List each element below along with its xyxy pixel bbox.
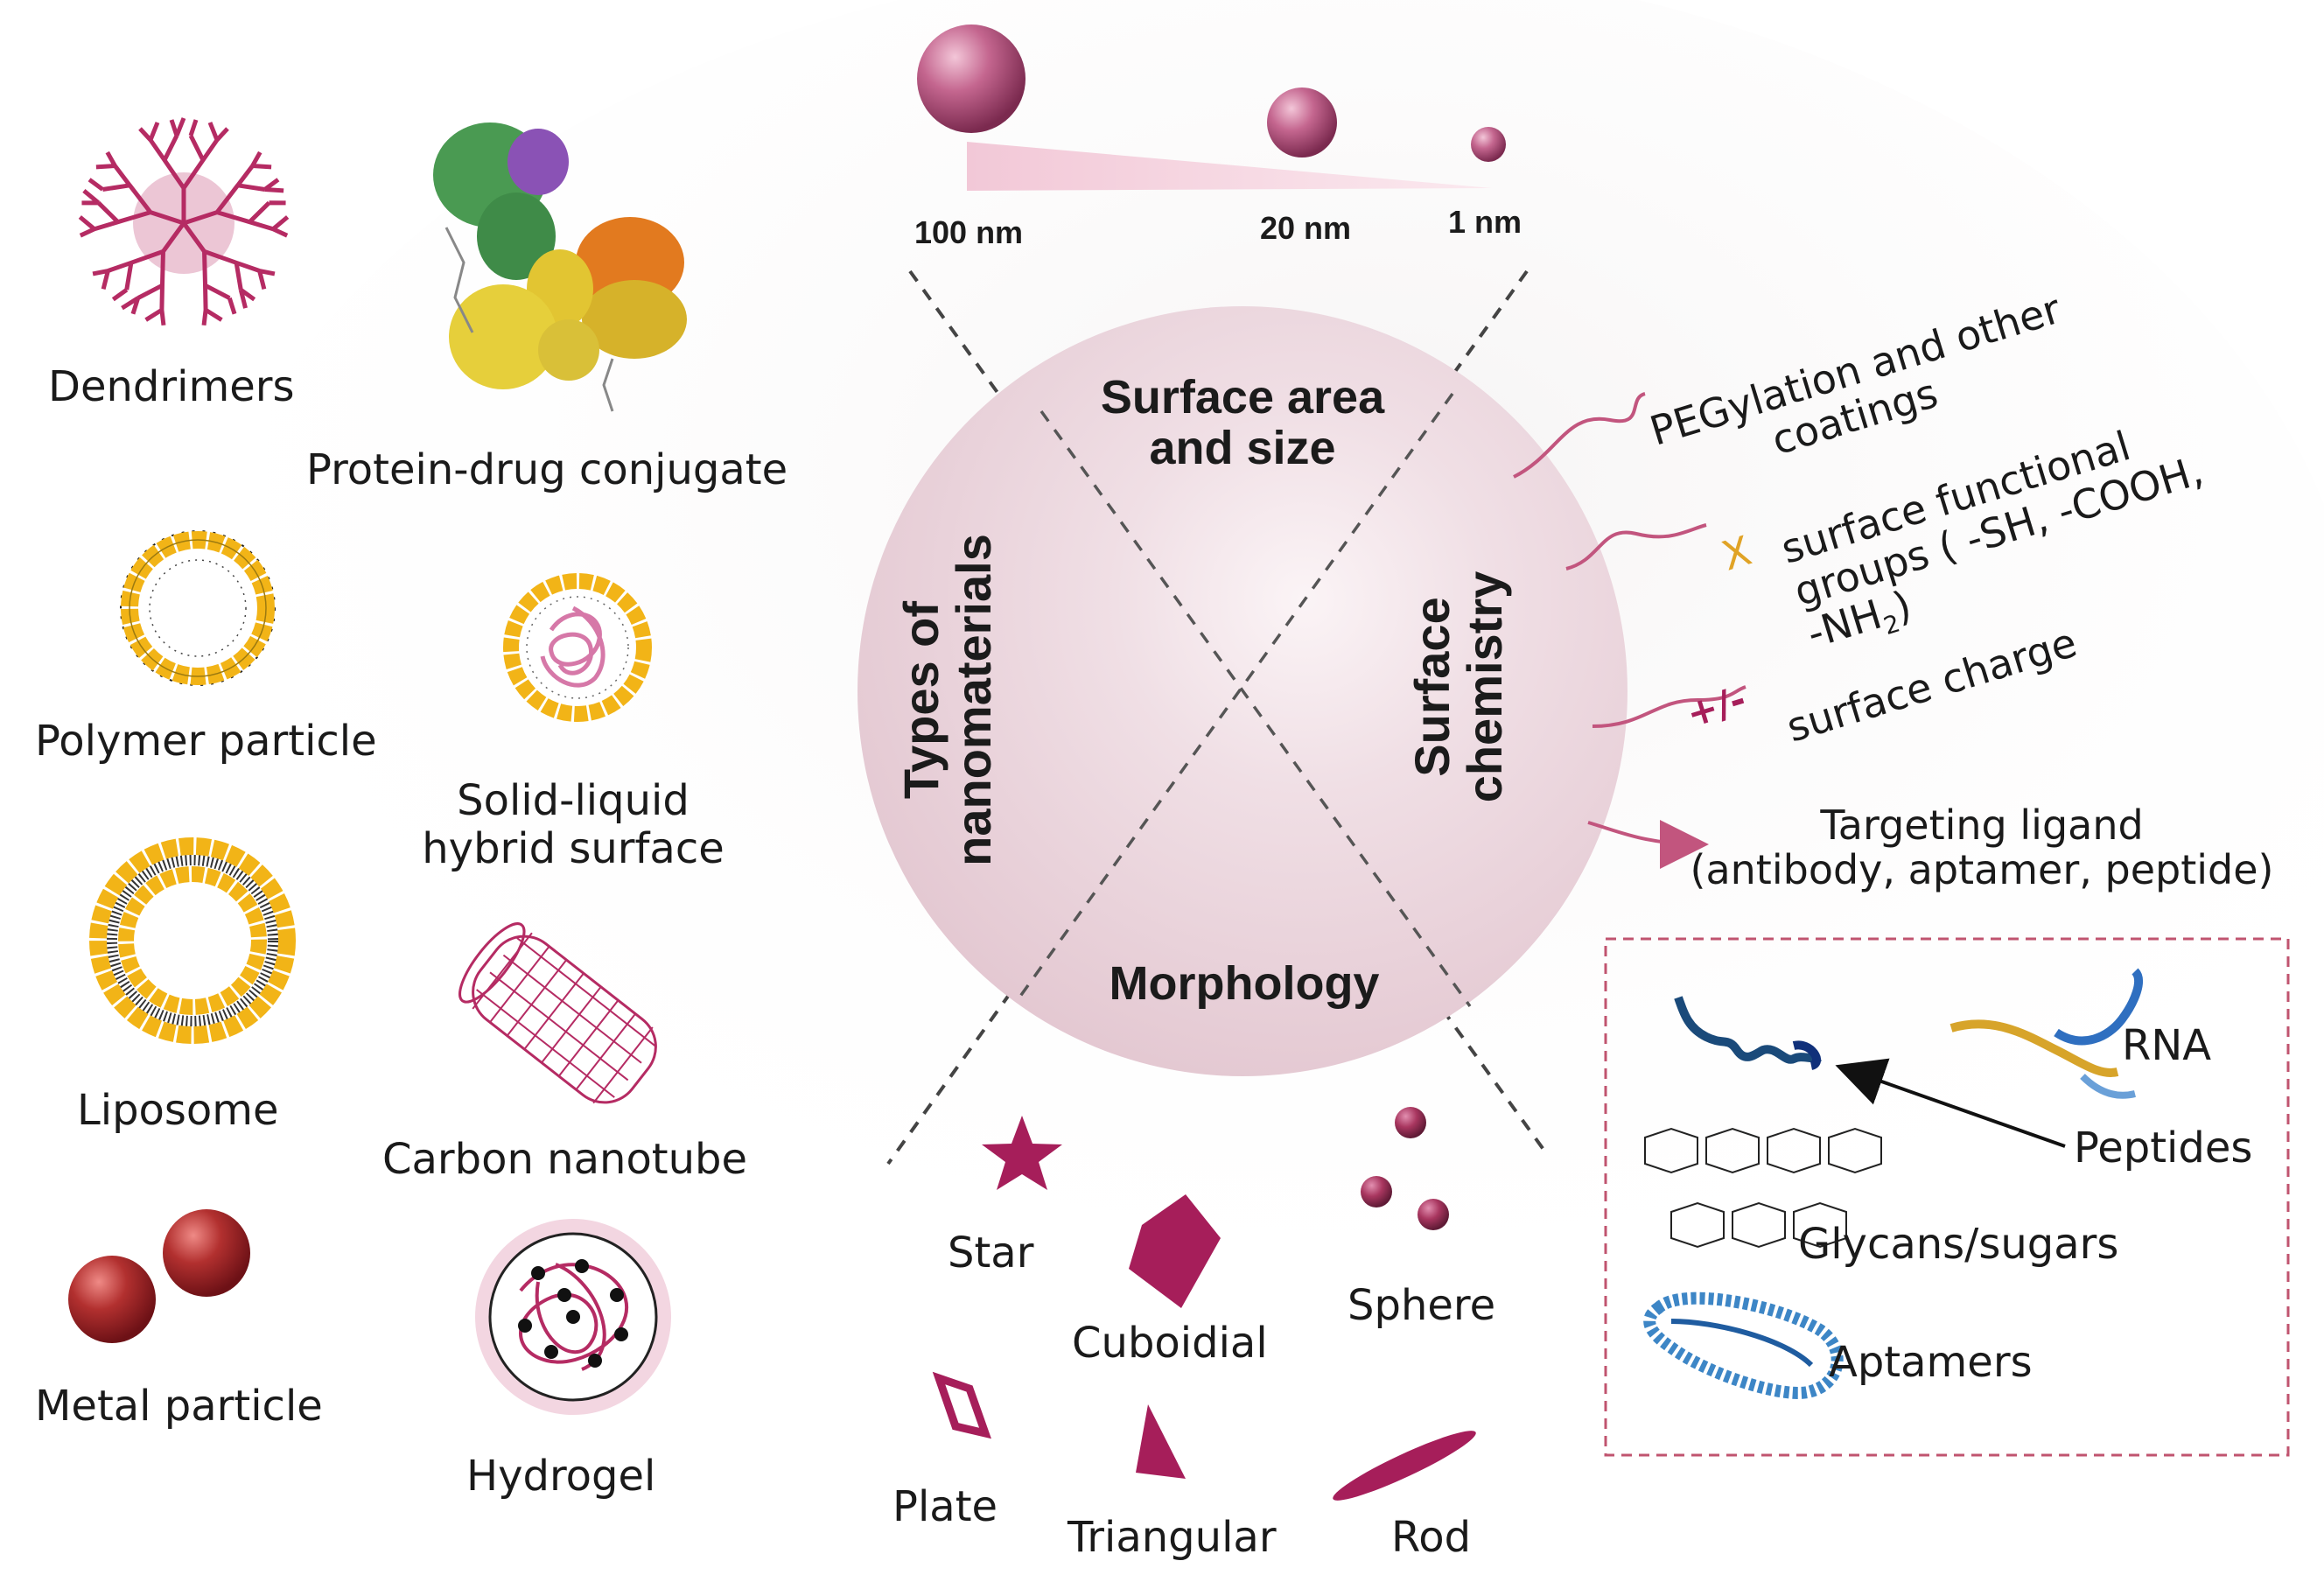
small-sphere-icon (1471, 127, 1506, 162)
sphere-icon (1361, 1176, 1392, 1208)
label-triangular: Triangular (1068, 1513, 1277, 1562)
glycan-icon (1644, 1127, 1882, 1249)
label-solid-liquid: Solid-liquid hybrid surface (398, 776, 748, 874)
star-icon (982, 1116, 1062, 1190)
dendrimer-icon (70, 117, 297, 333)
surface-chemistry-title: Surface chemistry (1404, 512, 1513, 862)
label-solid-liquid-line1: Solid-liquid (457, 776, 690, 825)
surface-area-title-line1: Surface area (1100, 371, 1385, 424)
label-targeting-line1: Targeting ligand (1820, 802, 2144, 849)
surface-chemistry-title-line1: Surface (1404, 597, 1460, 777)
label-glycans: Glycans/sugars (1798, 1220, 2119, 1269)
label-metal: Metal particle (35, 1382, 323, 1431)
label-rna: RNA (2122, 1021, 2212, 1070)
triangular-icon (1136, 1404, 1186, 1479)
morphology-title: Morphology (1109, 957, 1380, 1010)
label-plate: Plate (892, 1482, 998, 1531)
carbon-nanotube-icon (458, 922, 657, 1104)
ligand-box (1604, 937, 2290, 1457)
peptide-icon (1674, 996, 1822, 1070)
hydrogel-icon (475, 1219, 671, 1415)
surface-area-title-line2: and size (1149, 422, 1336, 475)
dashed-divider-line (1018, 392, 1454, 999)
label-liposome: Liposome (77, 1086, 279, 1135)
dashed-divider-line (1040, 410, 1472, 1008)
label-protein-drug: Protein-drug conjugate (306, 445, 788, 494)
peptide-arrow (1835, 1058, 2066, 1148)
label-rod: Rod (1391, 1513, 1472, 1562)
metal-particle-icon (68, 1256, 156, 1343)
label-dendrimers: Dendrimers (48, 362, 295, 411)
solid-liquid-hybrid-icon (503, 573, 652, 722)
label-carbon-nanotube: Carbon nanotube (382, 1135, 748, 1184)
size-label-100nm: 100 nm (914, 214, 1024, 250)
metal-particle-icon (163, 1209, 250, 1297)
chemistry-connectors (1513, 392, 1746, 869)
label-targeting-ligand: Targeting ligand (antibody, aptamer, pep… (1649, 803, 2314, 892)
label-polymer: Polymer particle (35, 717, 377, 766)
types-title: Types of nanomaterials (893, 472, 1002, 928)
rna-icon (1950, 968, 2143, 1099)
size-scale (917, 24, 1506, 191)
label-targeting-line2: (antibody, aptamer, peptide) (1690, 845, 2274, 893)
large-sphere-icon (917, 24, 1026, 133)
rod-icon (1333, 1431, 1476, 1501)
sphere-icon (1395, 1107, 1426, 1138)
sphere-icon (1418, 1199, 1449, 1230)
types-title-line1: Types of (893, 600, 948, 800)
cuboidal-icon (1129, 1194, 1221, 1308)
label-cuboidal: Cuboidial (1072, 1319, 1268, 1368)
plate-icon (932, 1371, 991, 1439)
label-sphere: Sphere (1348, 1281, 1496, 1330)
protein-drug-conjugate-icon (433, 122, 687, 412)
aptamer-icon (1643, 1292, 1844, 1399)
surface-chemistry-title-line2: chemistry (1457, 570, 1513, 803)
medium-sphere-icon (1267, 88, 1337, 158)
size-scale-wedge (967, 142, 1492, 191)
size-label-1nm: 1 nm (1448, 204, 1522, 240)
label-aptamers: Aptamers (1829, 1338, 2033, 1387)
label-star: Star (948, 1228, 1034, 1278)
label-hydrogel: Hydrogel (466, 1452, 656, 1501)
liposome-icon (89, 837, 296, 1044)
label-solid-liquid-line2: hybrid surface (422, 824, 724, 874)
polymer-particle-icon (120, 530, 276, 686)
label-peptides: Peptides (2074, 1124, 2253, 1172)
types-title-line2: nanomaterials (946, 534, 1002, 866)
surface-area-title: Surface area and size (1050, 372, 1435, 474)
size-label-20nm: 20 nm (1260, 210, 1352, 246)
